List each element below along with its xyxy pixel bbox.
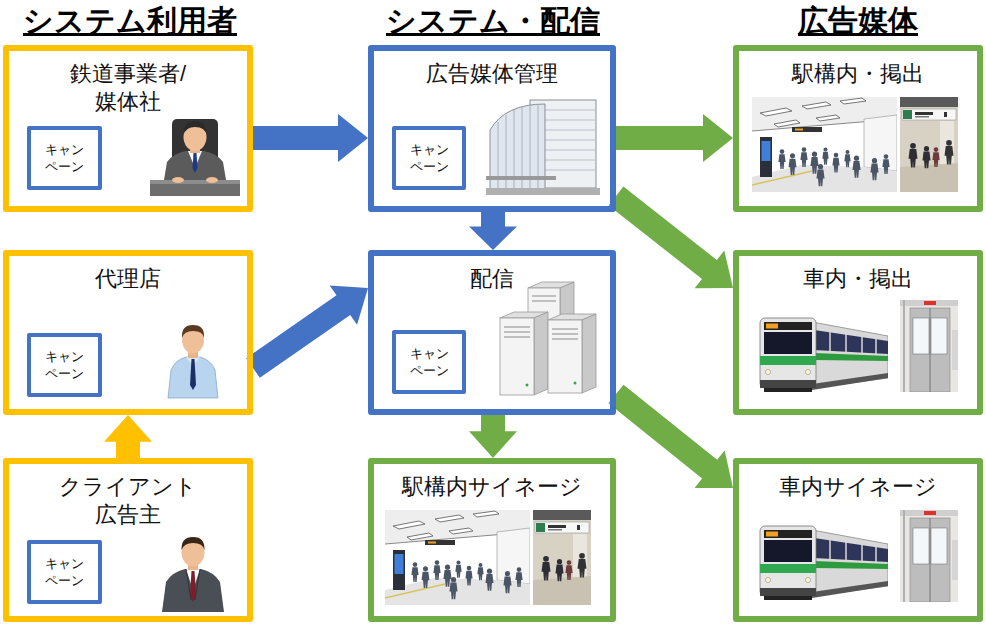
flow-arrow: [246, 285, 368, 377]
flow-arrow: [469, 415, 517, 458]
building-icon: [522, 107, 523, 188]
train-scene: [900, 300, 958, 392]
station-scene: [900, 97, 958, 192]
flow-arrow: [253, 114, 368, 162]
box-title: 鉄道事業者/ 媒体社: [53, 51, 203, 116]
train-scene: [760, 318, 888, 392]
train-scene: [900, 510, 958, 602]
server-icon: [526, 384, 529, 387]
server-icon: [504, 296, 578, 339]
system-box: 駅構内サイネージ: [368, 458, 616, 622]
flow-arrow: [608, 385, 733, 488]
campaign-box: キャン ペーン: [27, 126, 102, 190]
businessman-figure: [150, 119, 240, 196]
building-icon: [486, 100, 600, 195]
box-title: クライアント 広告主: [53, 464, 203, 529]
campaign-label: キャン ペーン: [31, 348, 98, 382]
station-scene: [533, 510, 591, 605]
train-scene: [760, 300, 958, 602]
server-icon: [504, 327, 530, 328]
system-box: 代理店キャン ペーン: [3, 250, 253, 415]
flow-arrow: [609, 187, 733, 289]
campaign-box: キャン ペーン: [392, 330, 466, 394]
server-icon: [574, 382, 577, 385]
agent-figure: [168, 325, 218, 398]
advertiser-figure: [186, 569, 191, 600]
system-box: 駅構内・掲出: [733, 45, 983, 212]
server-icon: [504, 332, 530, 333]
building-icon: [538, 104, 539, 188]
server-icon: [500, 282, 596, 395]
campaign-box: キャン ペーン: [27, 540, 102, 604]
building-icon: [486, 176, 556, 180]
train-scene: [760, 526, 888, 600]
system-box: 車内・掲出: [733, 250, 983, 415]
advertiser-figure: [195, 569, 200, 600]
agent-figure: [168, 357, 218, 398]
campaign-label: キャン ペーン: [31, 141, 98, 175]
flow-arrow: [469, 212, 517, 250]
advertiser-figure: [181, 537, 204, 550]
system-box: 鉄道事業者/ 媒体社キャン ペーン: [3, 45, 253, 212]
campaign-label: キャン ペーン: [396, 345, 462, 379]
box-title: 車内・掲出: [739, 256, 977, 293]
campaign-label: キャン ペーン: [396, 141, 462, 175]
businessman-figure: [193, 153, 198, 173]
campaign-box: キャン ペーン: [27, 333, 102, 397]
server-icon: [552, 334, 578, 335]
businessman-figure: [150, 180, 240, 184]
flow-arrow: [104, 415, 152, 458]
businessman-figure: [150, 182, 240, 196]
server-icon: [532, 296, 556, 297]
campaign-box: キャン ペーン: [392, 126, 466, 190]
businessman-figure: [206, 177, 218, 183]
building-icon: [486, 188, 600, 195]
advertiser-figure: [162, 569, 224, 612]
campaign-label: キャン ペーン: [31, 555, 98, 589]
box-title: 広告媒体管理: [374, 51, 610, 88]
server-icon: [548, 320, 582, 393]
column-header: システム・配信: [386, 2, 600, 40]
station-scene: [385, 510, 530, 605]
advertiser-figure: [182, 538, 205, 567]
box-title: 駅構内サイネージ: [374, 464, 610, 501]
column-header: 広告媒体: [798, 2, 918, 40]
agent-figure: [190, 359, 196, 390]
box-title: 駅構内・掲出: [739, 51, 977, 88]
system-box: クライアント 広告主キャン ペーン: [3, 458, 253, 622]
station-scene: [752, 97, 897, 192]
building-icon: [498, 104, 538, 188]
system-box: 車内サイネージ: [733, 458, 983, 622]
system-box: 配信キャン ペーン: [368, 250, 616, 415]
column-header: システム利用者: [23, 2, 237, 40]
advertiser-figure: [162, 537, 224, 612]
server-icon: [504, 337, 530, 338]
system-box: 広告媒体管理キャン ペーン: [368, 45, 616, 212]
flow-arrow: [616, 114, 733, 162]
box-title: 配信: [374, 256, 610, 293]
server-icon: [582, 314, 596, 393]
server-icon: [552, 329, 578, 330]
businessman-figure: [172, 177, 184, 183]
businessman-figure: [183, 121, 206, 135]
box-title: 代理店: [9, 256, 247, 293]
station-scene: [385, 97, 958, 605]
server-icon: [532, 301, 556, 302]
server-icon: [500, 318, 534, 395]
server-icon: [552, 339, 578, 340]
building-icon: [530, 105, 531, 188]
agent-figure: [182, 325, 204, 338]
box-title: 車内サイネージ: [739, 464, 977, 501]
server-icon: [534, 312, 548, 395]
